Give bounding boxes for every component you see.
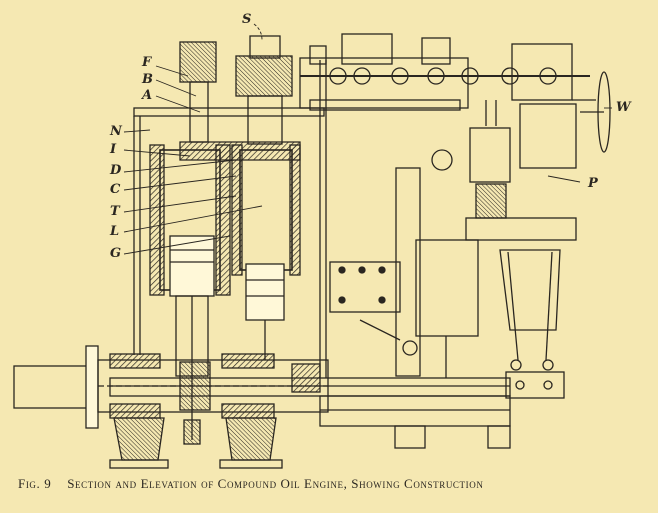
fuel-pump-governor (465, 43, 577, 399)
label-f: F (142, 55, 152, 70)
hand-wheel (572, 71, 611, 153)
label-p: P (588, 176, 598, 191)
center-column (329, 149, 479, 378)
label-c: C (110, 182, 121, 197)
crankshaft (13, 345, 329, 429)
label-n: N (110, 124, 122, 139)
leader-lines (123, 23, 612, 255)
label-a: A (142, 88, 153, 103)
hp-cylinder (231, 144, 301, 360)
label-w: W (616, 100, 631, 115)
label-g: G (110, 246, 122, 261)
label-s: S (242, 12, 252, 27)
figure-number: Fig. 9 (18, 476, 52, 491)
figure-caption: Fig. 9 Section and Elevation of Compound… (18, 476, 648, 492)
label-l: L (110, 224, 120, 239)
engine-drawing (13, 23, 612, 469)
bearing-feet (109, 417, 283, 469)
valve-gear-top (179, 33, 451, 161)
label-t: T (110, 204, 120, 219)
label-d: D (110, 163, 122, 178)
figure-caption-text: Section and Elevation of Compound Oil En… (67, 476, 484, 491)
camshaft (300, 67, 590, 85)
label-b: B (142, 72, 153, 87)
engine-frame (133, 57, 469, 378)
label-i: I (110, 142, 117, 157)
